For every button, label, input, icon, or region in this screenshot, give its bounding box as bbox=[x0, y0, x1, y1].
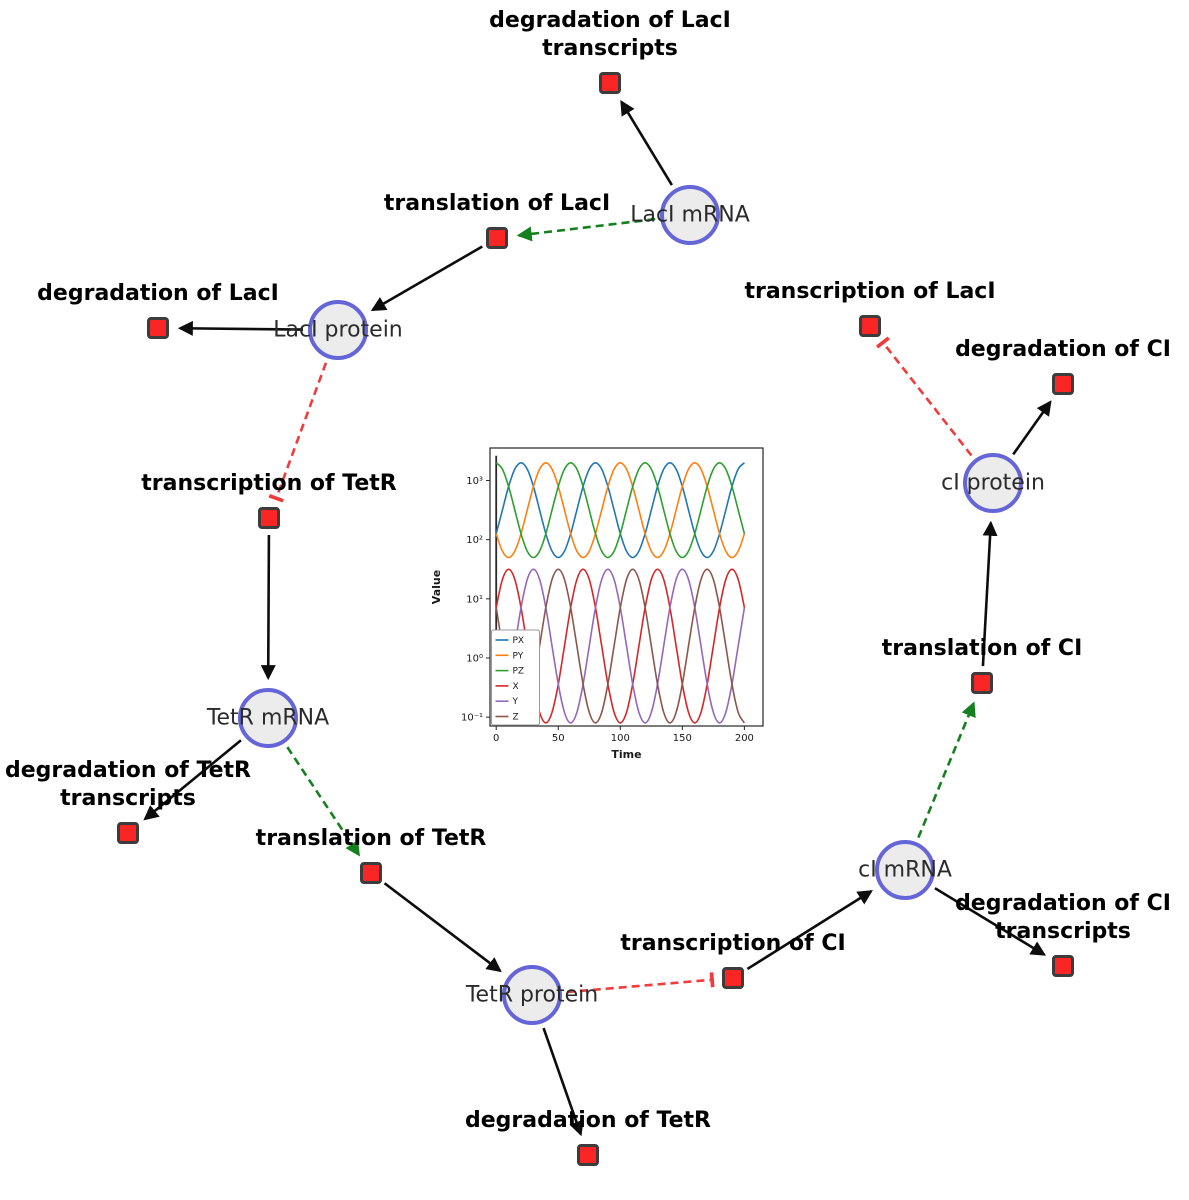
reaction-node-deg_tetr_tx[interactable] bbox=[117, 822, 139, 844]
reaction-node-txn_laci[interactable] bbox=[859, 315, 881, 337]
species-label-ci_mrna: cI mRNA bbox=[858, 857, 952, 883]
edge-production-txn_ci-to-ci_mrna bbox=[746, 890, 873, 971]
species-node-ci_protein[interactable] bbox=[963, 453, 1023, 513]
legend-label-Y: Y bbox=[512, 697, 519, 707]
reaction-label-txn_laci: transcription of LacI bbox=[744, 278, 995, 306]
edge-production-transl_ci-to-ci_protein bbox=[981, 520, 998, 667]
reaction-label-deg_laci: degradation of LacI bbox=[37, 280, 279, 308]
edge-consumption-tetr_mrna-to-deg_tetr_tx bbox=[143, 739, 242, 821]
species-label-tetr_protein: TetR protein bbox=[465, 982, 599, 1008]
reaction-label-line: translation of TetR bbox=[255, 826, 487, 852]
reaction-label-line: degradation of LacI bbox=[489, 8, 731, 34]
edge-consumption-laci_mrna-to-deg_laci_tx bbox=[620, 99, 673, 186]
edge-catalysis-laci_mrna-to-transl_laci bbox=[516, 217, 656, 242]
y-tick-label: 10³ bbox=[466, 476, 483, 487]
species-label-ci_protein: cI protein bbox=[941, 470, 1045, 496]
series-line-PY bbox=[495, 461, 746, 559]
x-tick-label: 0 bbox=[493, 733, 499, 744]
edge-consumption-ci_mrna-to-deg_ci_tx bbox=[934, 887, 1047, 956]
legend-label-PY: PY bbox=[513, 651, 524, 661]
x-tick-label: 150 bbox=[673, 733, 692, 744]
reaction-label-line: transcripts bbox=[60, 786, 196, 812]
reaction-node-deg_ci[interactable] bbox=[1052, 373, 1074, 395]
x-tick-label: 100 bbox=[611, 733, 630, 744]
reaction-label-transl_tetr: translation of TetR bbox=[256, 825, 487, 853]
legend-label-X: X bbox=[513, 682, 519, 692]
edge-consumption-ci_protein-to-deg_ci bbox=[1012, 400, 1052, 456]
reaction-label-line: transcripts bbox=[542, 36, 678, 62]
edge-production-txn_tetr-to-tetr_mrna bbox=[260, 534, 276, 681]
reaction-label-transl_laci: translation of LacI bbox=[384, 190, 610, 218]
reaction-label-line: degradation of TetR bbox=[4, 758, 252, 784]
species-node-tetr_protein[interactable] bbox=[502, 965, 562, 1025]
reaction-label-line: degradation of CI bbox=[955, 337, 1171, 363]
reaction-label-deg_ci: degradation of CI bbox=[955, 336, 1171, 364]
species-label-laci_mrna: LacI mRNA bbox=[630, 202, 750, 228]
y-tick-label: 10⁰ bbox=[466, 653, 483, 664]
reaction-node-txn_ci[interactable] bbox=[722, 967, 744, 989]
reaction-label-txn_ci: transcription of CI bbox=[620, 930, 845, 958]
species-node-laci_protein[interactable] bbox=[308, 300, 368, 360]
x-tick-label: 50 bbox=[552, 733, 565, 744]
legend-label-PX: PX bbox=[513, 636, 525, 646]
reaction-label-deg_tetr: degradation of TetR bbox=[465, 1107, 711, 1135]
edge-consumption-laci_protein-to-deg_laci bbox=[177, 320, 304, 336]
edge-catalysis-ci_mrna-to-transl_ci bbox=[917, 701, 976, 839]
y-tick-label: 10¹ bbox=[466, 594, 483, 605]
x-tick-label: 200 bbox=[735, 733, 754, 744]
edge-catalysis-tetr_mrna-to-transl_tetr bbox=[286, 746, 361, 857]
reaction-label-line: transcripts bbox=[995, 919, 1131, 945]
species-node-tetr_mrna[interactable] bbox=[238, 688, 298, 748]
reaction-node-transl_ci[interactable] bbox=[971, 672, 993, 694]
y-axis-label: Value bbox=[430, 570, 443, 604]
series-line-PZ bbox=[495, 461, 746, 559]
y-tick-label: 10⁻¹ bbox=[461, 713, 483, 724]
edge-production-transl_laci-to-laci_protein bbox=[370, 245, 483, 312]
reaction-label-line: transcription of LacI bbox=[744, 279, 996, 305]
reaction-node-transl_tetr[interactable] bbox=[360, 862, 382, 884]
reaction-node-transl_laci[interactable] bbox=[486, 227, 508, 249]
reaction-label-line: translation of LacI bbox=[383, 191, 611, 217]
legend-label-PZ: PZ bbox=[513, 667, 525, 677]
reaction-node-deg_laci[interactable] bbox=[147, 317, 169, 339]
species-label-tetr_mrna: TetR mRNA bbox=[206, 705, 330, 731]
reaction-label-line: translation of CI bbox=[881, 636, 1083, 662]
legend-label-Z: Z bbox=[513, 713, 519, 723]
species-node-laci_mrna[interactable] bbox=[660, 185, 720, 245]
reaction-label-line: degradation of CI bbox=[955, 891, 1171, 917]
reaction-node-txn_tetr[interactable] bbox=[258, 507, 280, 529]
reaction-label-transl_ci: translation of CI bbox=[882, 635, 1083, 663]
edge-production-transl_tetr-to-tetr_protein bbox=[383, 882, 502, 973]
reaction-node-deg_ci_tx[interactable] bbox=[1052, 955, 1074, 977]
edge-inhibition-tetr_protein-to-txn_ci bbox=[566, 972, 715, 994]
reaction-label-line: degradation of TetR bbox=[464, 1108, 712, 1134]
reaction-node-deg_tetr[interactable] bbox=[577, 1144, 599, 1166]
edge-inhibition-ci_protein-to-txn_laci bbox=[875, 336, 973, 457]
edge-consumption-tetr_protein-to-deg_tetr bbox=[542, 1027, 584, 1137]
reaction-label-txn_tetr: transcription of TetR bbox=[141, 470, 396, 498]
reaction-label-line: transcription of TetR bbox=[141, 471, 397, 497]
reaction-label-line: transcription of CI bbox=[620, 931, 846, 957]
species-label-laci_protein: LacI protein bbox=[273, 317, 403, 343]
y-tick-label: 10² bbox=[466, 535, 483, 546]
reaction-node-deg_laci_tx[interactable] bbox=[599, 72, 621, 94]
species-node-ci_mrna[interactable] bbox=[875, 840, 935, 900]
reaction-label-line: degradation of LacI bbox=[37, 281, 279, 307]
edge-inhibition-laci_protein-to-txn_tetr bbox=[268, 362, 328, 503]
x-axis-label: Time bbox=[611, 748, 641, 761]
